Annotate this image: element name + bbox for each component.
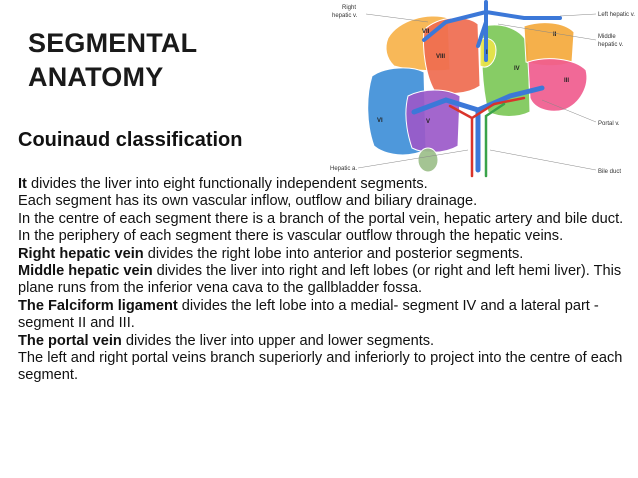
segment-label-vi: VI (377, 118, 383, 124)
liver-segments-diagram: VII VIII VI V IV II III I Right hepatic … (328, 0, 638, 178)
label-left-hepatic-v: Left hepatic v. (598, 12, 635, 18)
paragraph: Each segment has its own vascular inflow… (18, 193, 624, 210)
label-hepatic-a: Hepatic a. (330, 166, 357, 172)
paragraph: Middle hepatic vein divides the liver in… (18, 263, 624, 298)
title-line-1: SEGMENTAL (28, 28, 198, 58)
label-right-hepatic-v-line2: hepatic v. (332, 13, 358, 19)
paragraph-text: divides the liver into eight functionall… (26, 176, 428, 192)
paragraph-bold: It (18, 176, 27, 192)
paragraph-text: The left and right portal veins branch s… (18, 350, 623, 384)
paragraph: The portal vein divides the liver into u… (18, 333, 624, 350)
paragraph-text: divides the right lobe into anterior and… (143, 245, 524, 262)
gallbladder-shape (417, 147, 439, 173)
leader-line (497, 23, 597, 41)
title-line-2: ANATOMY (28, 62, 164, 92)
label-bile-duct: Bile duct (598, 169, 621, 175)
liver-svg: VII VIII VI V IV II III I Right hepatic … (330, 0, 635, 178)
paragraph-text: divides the left lobe into a medial- seg… (18, 297, 599, 332)
leader-line (357, 149, 469, 169)
label-middle-hepatic-v-line2: hepatic v. (598, 42, 624, 48)
segment-label-iv: IV (514, 66, 520, 72)
paragraph-bold: Middle hepatic vein (18, 263, 153, 280)
label-portal-v: Portal v. (598, 121, 620, 127)
segment-label-iii: III (564, 78, 569, 84)
bile-duct (484, 102, 506, 178)
segment-label-vii: VII (422, 29, 430, 35)
segment-iii-shape (527, 58, 588, 112)
leader-line (365, 13, 429, 23)
paragraph-text: divides the liver into upper and lower s… (121, 332, 435, 349)
segment-label-ii: II (553, 32, 557, 38)
paragraph: The Falciform ligament divides the left … (18, 298, 624, 333)
hepatic-veins (422, 0, 562, 62)
paragraph: The left and right portal veins branch s… (18, 350, 624, 385)
leader-line (559, 13, 597, 17)
paragraph-text: divides the liver into right and left lo… (18, 263, 622, 297)
paragraph-bold: The Falciform ligament (18, 297, 178, 314)
body-text: It divides the liver into eight function… (18, 176, 624, 385)
segment-label-i: I (486, 50, 488, 56)
slide-title: SEGMENTAL ANATOMY (28, 26, 197, 94)
paragraph-text: In the centre of each segment there is a… (18, 210, 624, 227)
segment-v-shape (405, 89, 461, 153)
label-middle-hepatic-v-line1: Middle (598, 34, 616, 40)
paragraph-text: Each segment has its own vascular inflow… (18, 193, 478, 210)
leader-line (489, 149, 597, 171)
segment-viii-shape (423, 17, 481, 94)
segment-label-viii: VIII (436, 54, 445, 60)
hepatic-artery (448, 96, 526, 178)
paragraph-text: In the periphery of each segment there i… (18, 228, 564, 245)
paragraph: Right hepatic vein divides the right lob… (18, 246, 624, 263)
paragraph-bold: The portal vein (18, 332, 122, 349)
paragraph: It divides the liver into eight function… (18, 176, 624, 193)
portal-vein (411, 85, 545, 173)
segment-label-v: V (426, 119, 430, 125)
paragraph: In the centre of each segment there is a… (18, 211, 624, 228)
label-right-hepatic-v-line1: Right (342, 5, 356, 11)
leader-line (541, 99, 597, 123)
subtitle: Couinaud classification (18, 129, 243, 151)
paragraph: In the periphery of each segment there i… (18, 228, 624, 245)
paragraph-bold: Right hepatic vein (18, 245, 144, 262)
